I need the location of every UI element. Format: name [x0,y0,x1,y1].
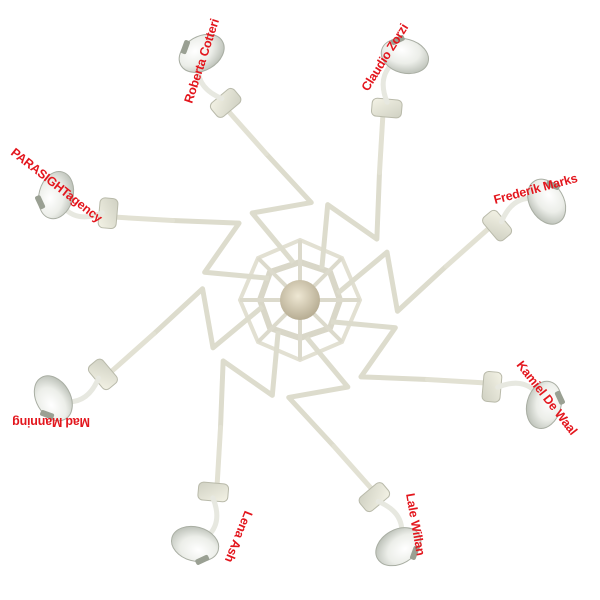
lamp-handle [195,554,210,565]
label-lena-ash: Lena Ash [222,509,255,565]
upper-arm [105,331,157,377]
lamp-arm-south-east [330,319,565,429]
upper-arm [424,376,491,386]
lamp-arm-east [335,178,567,314]
lower-arm [335,249,449,314]
upper-arm [331,443,377,495]
lamp-shade [33,375,73,422]
lamp-handle [410,545,420,560]
lamp-shade [171,525,220,563]
lamp-shade [375,527,422,567]
arm-joint [209,87,242,118]
upper-arm [109,214,176,224]
lamp-shade [178,33,225,73]
lamp-arm-west [33,286,265,422]
lamp-handle [40,410,55,420]
lamp-handle [554,390,565,405]
lamp-shade [527,178,567,225]
lamp-handle [35,195,46,210]
arm-joint [358,482,391,513]
arm-joint [87,358,118,391]
lamp-shade [525,380,563,429]
lamp-handle [390,35,405,46]
lower-arm [286,335,351,449]
hub-core [280,280,320,320]
upper-arm [376,109,386,176]
upper-arm [214,424,224,491]
label-mad-manning: Mad Manning [12,415,90,429]
lamp-arms [33,33,567,567]
lamp-arm-south [286,335,422,567]
lower-arm [172,218,270,281]
lower-arm [330,319,428,382]
lamp-arm-north-west [35,171,270,281]
center-hub [237,237,363,363]
lamp-arm-north [178,33,314,265]
upper-arm [223,105,269,157]
lamp-arm-north-east [319,35,429,270]
lamp-handle [545,180,560,190]
arm-joint [482,209,513,242]
lower-arm [218,330,281,428]
upper-arm [443,223,495,269]
lamp-arm-south-west [171,330,281,565]
lower-arm [249,151,314,265]
lower-arm [151,286,265,351]
lamp-shade [380,37,429,75]
lamp-shade [37,171,75,220]
lamp-handle [180,40,190,55]
lower-arm [319,172,382,270]
